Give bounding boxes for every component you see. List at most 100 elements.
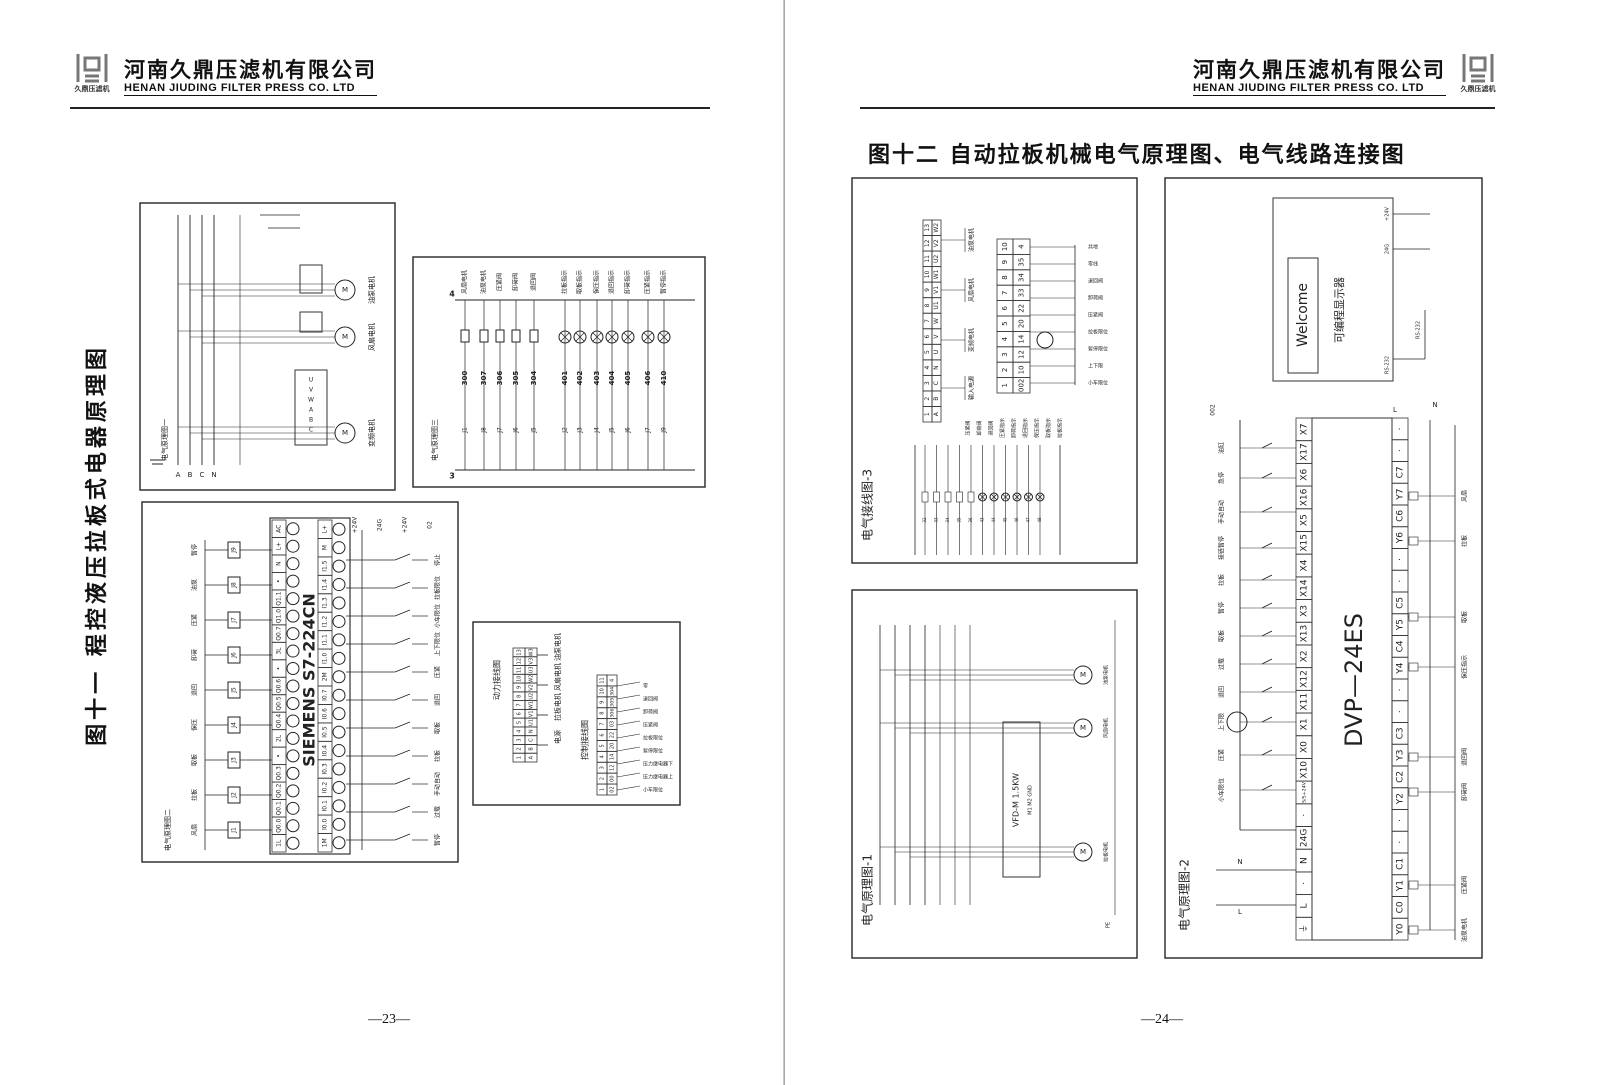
plc-output-label: C4 xyxy=(1396,640,1406,652)
plc-output-label: Y4 xyxy=(1396,662,1406,674)
plc-input-label: I0.4 xyxy=(322,745,329,756)
contactor xyxy=(299,311,323,333)
power-number-label: 13 xyxy=(517,649,523,655)
relay-function-label: 暂停 xyxy=(191,544,199,556)
power-terminal-label: V2 xyxy=(529,684,535,691)
control-terminal-label: 4 xyxy=(1018,244,1026,249)
screw-terminal-icon xyxy=(286,819,300,833)
rung-label: 卸荷阀 xyxy=(512,273,520,291)
power-group-label: 风扇电机 xyxy=(553,663,562,691)
control-number-label: 1 xyxy=(1001,383,1009,387)
control-number-label: 11 xyxy=(600,677,606,683)
rail-label: 3 xyxy=(449,472,455,481)
power-number-label: 5 xyxy=(517,721,523,724)
plc-output-label: Y3 xyxy=(1396,750,1406,762)
wire-number: 305 xyxy=(512,371,520,386)
power-number-label: 12 xyxy=(517,658,523,664)
company-logo: 久鼎压滤机 xyxy=(72,52,112,96)
coil-icon xyxy=(460,329,470,343)
plc-input-label: I1.4 xyxy=(322,579,329,590)
switch-label: 手动自动 xyxy=(434,772,442,796)
power-group-label: 拉板电机 xyxy=(553,693,562,721)
power-number-label: 6 xyxy=(517,712,523,715)
header-rule xyxy=(70,107,710,109)
relay-function-label: 油泵 xyxy=(191,579,199,591)
plc-input-label: I0.6 xyxy=(322,708,329,719)
wire xyxy=(394,833,411,841)
power-terminal-label: U1 xyxy=(933,301,940,309)
screw-terminal-icon xyxy=(286,644,300,658)
diagram-a-title: 电气原理图一 xyxy=(160,419,169,461)
vfd-terminal: U xyxy=(309,377,313,384)
relay-coil-icon xyxy=(227,576,241,594)
wire xyxy=(1261,658,1273,665)
coil-icon xyxy=(495,329,505,343)
plc-output-label: • xyxy=(276,667,283,671)
relay-coil-icon xyxy=(227,821,241,839)
coil-icon xyxy=(944,491,952,503)
wire xyxy=(394,805,411,813)
control-terminal-label: 22 xyxy=(610,732,616,738)
screw-terminal-icon xyxy=(332,651,346,665)
relay-label: J7 xyxy=(645,427,652,434)
plc-output-label: · xyxy=(1396,819,1406,822)
control-number-label: 5 xyxy=(1001,321,1009,325)
ladder-label: 压紧指示 xyxy=(999,418,1006,438)
rung-label: 拉板指示 xyxy=(561,270,569,294)
rung-label: 退回阀 xyxy=(530,273,538,291)
coil-icon xyxy=(1408,662,1419,672)
wire-number: 410 xyxy=(660,371,668,386)
relay-function-label: 保压 xyxy=(191,719,199,731)
input-label: 手动自动 xyxy=(1218,500,1226,524)
wire xyxy=(1002,493,1009,501)
power-terminal-label: B xyxy=(933,397,940,401)
vfd-terminal: A xyxy=(309,407,314,414)
wire xyxy=(1036,493,1044,501)
wire xyxy=(394,665,411,673)
power-terminal-label: U2 xyxy=(933,255,940,263)
plc-output-label: Y5 xyxy=(1396,619,1406,631)
screw-terminal-icon xyxy=(286,801,300,815)
power-number-label: 7 xyxy=(924,319,931,323)
supply-label: +24V xyxy=(352,516,359,534)
vfd-terminal: B xyxy=(309,417,313,424)
coil-icon xyxy=(1408,491,1419,501)
power-number-label: 9 xyxy=(924,288,931,292)
plc-output-label: · xyxy=(1396,688,1406,691)
screw-terminal-icon xyxy=(332,836,346,850)
plc-input-cell xyxy=(317,519,333,539)
control-number-label: 4 xyxy=(1001,336,1009,341)
plc-input-label: I0.2 xyxy=(322,782,329,793)
power-terminal-label: N xyxy=(933,365,940,370)
ladder-label: 拉板指示 xyxy=(1057,418,1064,438)
coil-icon xyxy=(511,329,521,343)
output-label: 拉板 xyxy=(1461,535,1469,547)
screw-terminal-icon xyxy=(332,707,346,721)
control-terminal-label: 002 xyxy=(1018,379,1026,392)
plc-input-label: I0.3 xyxy=(322,763,329,774)
plc-body xyxy=(1311,417,1393,941)
hmi-port-label: 24G xyxy=(1385,244,1391,254)
wire xyxy=(1261,749,1273,756)
coil-icon xyxy=(1408,925,1419,935)
motor-symbol: M xyxy=(1080,671,1086,679)
control-label: 小车限位 xyxy=(643,787,663,794)
plc-input-label: X0 xyxy=(1300,741,1310,753)
hmi-label: 可编程显示器 xyxy=(1332,277,1346,343)
power-terminal-label: C xyxy=(529,738,535,742)
wire xyxy=(394,777,411,785)
rung-label: 油泵电机 xyxy=(480,270,488,294)
wire xyxy=(616,694,641,700)
wire-number: 44 xyxy=(991,517,996,523)
relay-label: J4 xyxy=(594,427,601,434)
plc-model-label: DVP—24ES xyxy=(1340,613,1368,747)
wire-number: 304 xyxy=(530,371,538,386)
coil-icon xyxy=(1408,787,1419,797)
wire-number: 33 xyxy=(934,517,939,523)
switch-label: 退回 xyxy=(434,694,442,706)
wire-number: 45 xyxy=(1003,517,1008,523)
control-label: 卸荷阀 xyxy=(1088,295,1103,302)
wire xyxy=(616,746,641,752)
diagram-d-frame xyxy=(472,621,681,806)
power-number-label: 8 xyxy=(517,695,523,698)
